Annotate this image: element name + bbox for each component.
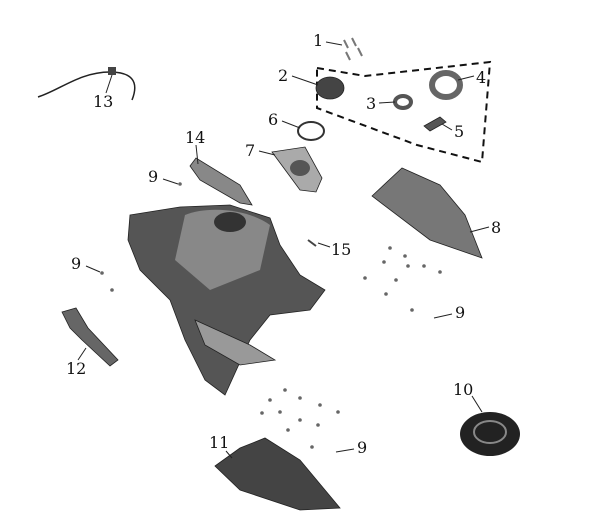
lower-fairing bbox=[194, 319, 277, 366]
fuel-tank-filler bbox=[214, 212, 246, 232]
callout-3: 3 bbox=[366, 94, 376, 113]
callout-13: 13 bbox=[93, 92, 113, 111]
callout-2: 2 bbox=[278, 66, 288, 85]
callout-7: 7 bbox=[245, 141, 255, 160]
callout-9: 9 bbox=[357, 438, 367, 457]
callout-14: 14 bbox=[185, 128, 205, 147]
part-4-seal bbox=[429, 70, 463, 100]
part-12-bracket bbox=[61, 307, 119, 367]
part-5-bracket bbox=[423, 116, 447, 132]
part-11-lower-panel bbox=[214, 437, 341, 511]
part-7-opening bbox=[290, 160, 310, 176]
callout-15: 15 bbox=[331, 240, 351, 259]
part-1-screws bbox=[343, 37, 363, 61]
callout-5: 5 bbox=[454, 122, 464, 141]
fuel-tank-top bbox=[175, 209, 270, 290]
callout-9: 9 bbox=[71, 254, 81, 273]
leader-lines bbox=[77, 41, 490, 459]
part-10-foam-tape bbox=[460, 412, 520, 456]
callout-9: 9 bbox=[455, 303, 465, 322]
callout-10: 10 bbox=[453, 380, 473, 399]
part-9-fasteners bbox=[100, 182, 442, 449]
part-8-side-panel bbox=[371, 167, 483, 259]
part-10-tape-inner bbox=[473, 420, 507, 444]
callout-8: 8 bbox=[491, 218, 501, 237]
part-13-connector bbox=[108, 67, 116, 75]
callout-4: 4 bbox=[476, 68, 486, 87]
assembly-group-outline bbox=[316, 60, 492, 164]
part-3-ring bbox=[393, 94, 413, 110]
part-14-bracket bbox=[189, 157, 253, 206]
callout-9: 9 bbox=[148, 167, 158, 186]
callout-11: 11 bbox=[209, 433, 229, 452]
part-15-clip bbox=[307, 239, 317, 247]
callout-1: 1 bbox=[313, 31, 323, 50]
part-2-fuel-cap-lock bbox=[315, 76, 345, 100]
part-13-wire-harness bbox=[37, 71, 136, 101]
callout-6: 6 bbox=[268, 110, 278, 129]
part-6-clip-ring bbox=[297, 121, 325, 141]
callout-12: 12 bbox=[66, 359, 86, 378]
